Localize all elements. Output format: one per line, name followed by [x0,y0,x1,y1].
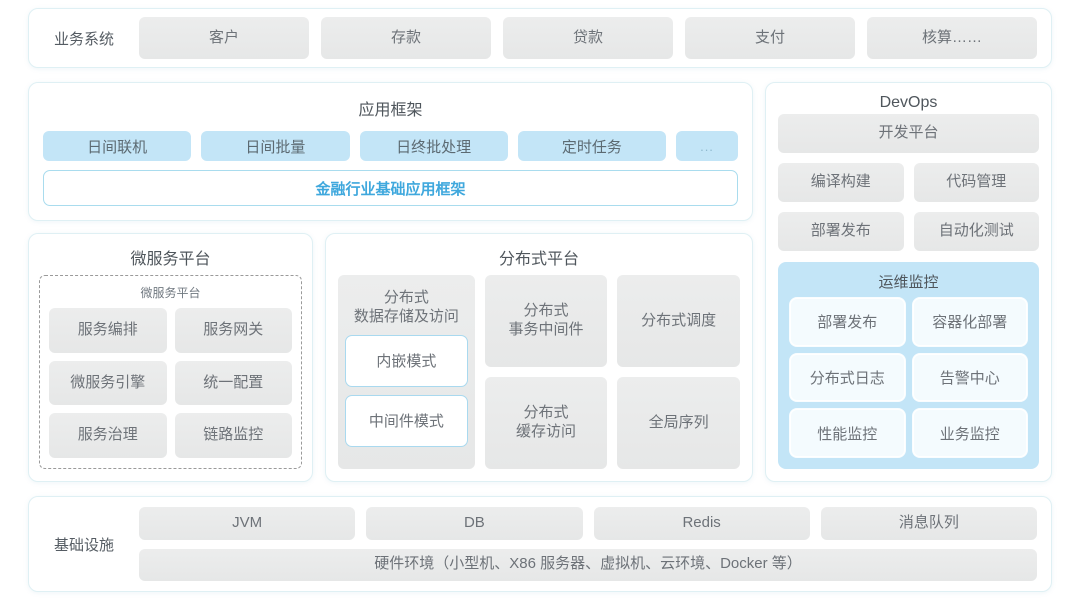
ops-item-business-monitoring[interactable]: 业务监控 [912,409,1027,457]
infrastructure-item-redis[interactable]: Redis [593,507,810,540]
app-framework-tag-scheduled-task[interactable]: 定时任务 [517,131,666,161]
ops-item-container-deploy[interactable]: 容器化部署 [912,298,1027,346]
business-system-section: 业务系统 客户 存款 贷款 支付 核算…… [28,8,1052,68]
microservice-item-governance[interactable]: 服务治理 [49,413,167,458]
business-system-label: 业务系统 [53,30,114,48]
app-framework-tag-daytime-batch[interactable]: 日间批量 [201,131,350,161]
distributed-column-2: 分布式 事务中间件 分布式 缓存访问 [484,275,608,469]
hardware-environment-row: 硬件环境（小型机、X86 服务器、虚拟机、云环境、Docker 等） [139,548,1037,581]
devops-item-compile-build[interactable]: 编译构建 [778,163,904,202]
microservice-platform-sublabel: 微服务平台 [140,286,201,300]
devops-item-automated-testing[interactable]: 自动化测试 [913,212,1039,251]
ops-monitoring-grid: 部署发布 容器化部署 分布式日志 告警中心 性能监控 业务监控 [790,298,1027,457]
ops-monitoring-section: 运维监控 部署发布 容器化部署 分布式日志 告警中心 性能监控 业务监控 [778,262,1039,469]
platforms-row: 微服务平台 微服务平台 服务编排 服务网关 微服务引擎 统一配置 服务治理 链路… [28,233,753,482]
ops-item-deploy-release[interactable]: 部署发布 [790,298,905,346]
business-system-item-deposit[interactable]: 存款 [321,17,491,59]
application-framework-title: 应用框架 [358,102,423,119]
microservice-item-trace-monitoring[interactable]: 链路监控 [174,413,292,458]
app-framework-tag-eod-batch[interactable]: 日终批处理 [359,131,508,161]
devops-title: DevOps [879,94,938,111]
business-system-tiles: 客户 存款 贷款 支付 核算…… [139,17,1037,59]
business-system-item-customer[interactable]: 客户 [139,17,309,59]
app-framework-tag-daytime-online[interactable]: 日间联机 [43,131,192,161]
ops-item-distributed-logging[interactable]: 分布式日志 [790,353,905,402]
distributed-scheduling[interactable]: 分布式调度 [617,275,741,367]
distributed-platform-title: 分布式平台 [498,251,579,268]
infrastructure-label: 基础设施 [53,536,114,554]
microservice-platform-section: 微服务平台 微服务平台 服务编排 服务网关 微服务引擎 统一配置 服务治理 链路… [28,233,313,482]
distributed-column-3: 分布式调度 全局序列 [617,275,741,469]
business-system-item-accounting[interactable]: 核算…… [867,17,1037,59]
infrastructure-item-message-queue[interactable]: 消息队列 [820,507,1037,540]
hardware-environment-bar[interactable]: 硬件环境（小型机、X86 服务器、虚拟机、云环境、Docker 等） [139,548,1037,581]
distributed-platform-section: 分布式平台 分布式 数据存储及访问 内嵌模式 中间件模式 分布式 事务中间件 分… [325,233,753,482]
business-system-item-payment[interactable]: 支付 [685,17,855,59]
microservice-platform-grid: 服务编排 服务网关 微服务引擎 统一配置 服务治理 链路监控 [49,308,292,458]
infrastructure-content: JVM DB Redis 消息队列 硬件环境（小型机、X86 服务器、虚拟机、云… [139,507,1037,581]
application-framework-tags: 日间联机 日间批量 日终批处理 定时任务 ... [43,131,738,161]
microservice-item-gateway[interactable]: 服务网关 [174,308,292,353]
distributed-mode-middleware[interactable]: 中间件模式 [345,394,468,447]
microservice-item-engine[interactable]: 微服务引擎 [49,360,167,406]
financial-foundation-framework-bar[interactable]: 金融行业基础应用框架 [43,170,738,206]
infrastructure-section: 基础设施 JVM DB Redis 消息队列 硬件环境（小型机、X86 服务器、… [28,496,1052,592]
devops-item-deploy-release[interactable]: 部署发布 [778,212,904,251]
distributed-platform-body: 分布式 数据存储及访问 内嵌模式 中间件模式 分布式 事务中间件 分布式 缓存访… [338,275,741,469]
microservice-item-unified-config[interactable]: 统一配置 [174,360,292,406]
middle-left-column: 应用框架 日间联机 日间批量 日终批处理 定时任务 ... 金融行业基础应用框架… [28,82,753,482]
business-system-item-loan[interactable]: 贷款 [503,17,673,59]
distributed-mode-embedded[interactable]: 内嵌模式 [345,334,468,387]
infrastructure-item-db[interactable]: DB [366,507,583,540]
ops-monitoring-title: 运维监控 [878,274,939,291]
distributed-cache-access[interactable]: 分布式 缓存访问 [484,377,608,469]
infrastructure-items-row: JVM DB Redis 消息队列 [139,507,1037,540]
microservice-platform-inner-box: 微服务平台 服务编排 服务网关 微服务引擎 统一配置 服务治理 链路监控 [39,275,302,469]
devops-row-1: 编译构建 代码管理 [778,163,1039,202]
ops-item-performance-monitoring[interactable]: 性能监控 [790,409,905,457]
global-sequence[interactable]: 全局序列 [617,377,741,469]
distributed-transaction-middleware[interactable]: 分布式 事务中间件 [484,275,608,367]
infrastructure-item-jvm[interactable]: JVM [139,507,356,540]
app-framework-tag-more[interactable]: ... [676,131,738,161]
devops-row-2: 部署发布 自动化测试 [778,212,1039,251]
devops-item-dev-platform[interactable]: 开发平台 [778,114,1039,153]
microservice-item-orchestration[interactable]: 服务编排 [49,308,167,353]
distributed-data-storage-title: 分布式 数据存储及访问 [353,289,459,325]
distributed-data-storage-card[interactable]: 分布式 数据存储及访问 内嵌模式 中间件模式 [338,275,475,469]
devops-column: DevOps 开发平台 编译构建 代码管理 部署发布 自动化测试 运维监控 [765,82,1052,482]
devops-item-code-management[interactable]: 代码管理 [913,163,1039,202]
application-framework-section: 应用框架 日间联机 日间批量 日终批处理 定时任务 ... 金融行业基础应用框架 [28,82,753,221]
microservice-platform-title: 微服务平台 [130,251,211,268]
ops-item-alert-center[interactable]: 告警中心 [912,353,1027,402]
middle-section: 应用框架 日间联机 日间批量 日终批处理 定时任务 ... 金融行业基础应用框架… [28,82,1052,482]
devops-top-group: 开发平台 编译构建 代码管理 部署发布 自动化测试 [778,114,1039,251]
devops-section: DevOps 开发平台 编译构建 代码管理 部署发布 自动化测试 运维监控 [765,82,1052,482]
